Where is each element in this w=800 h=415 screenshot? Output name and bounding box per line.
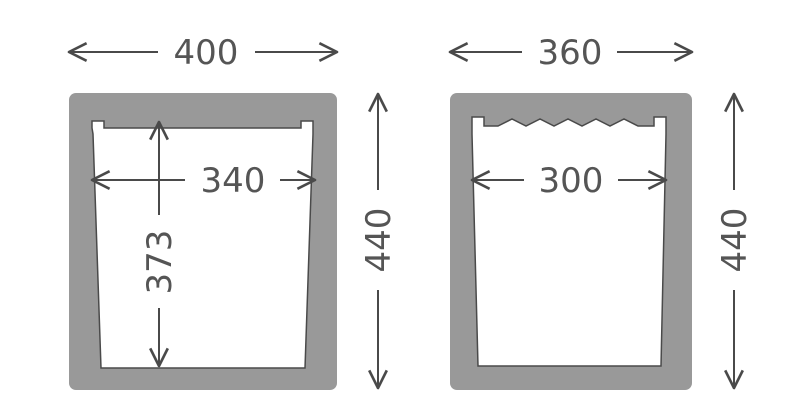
left-inner-width-label: 340	[201, 161, 266, 201]
left-height-dimension: 440	[359, 92, 399, 390]
right-inner-width-dimension: 300	[470, 161, 668, 201]
left-inner-width-dimension: 340	[90, 161, 317, 201]
right-planter-interior	[471, 116, 667, 367]
left-planter-interior	[91, 120, 314, 369]
right-inner-width-label: 300	[539, 161, 604, 201]
right-planter: 360 300 440	[448, 33, 755, 390]
left-height-label: 440	[359, 208, 399, 273]
right-outer-width-label: 360	[538, 33, 603, 73]
left-planter: 400 340 373 440	[67, 33, 399, 390]
left-outer-width-dimension: 400	[67, 33, 339, 73]
left-outer-width-label: 400	[174, 33, 239, 73]
right-height-label: 440	[715, 208, 755, 273]
right-height-dimension: 440	[715, 92, 755, 390]
left-inner-depth-label: 373	[140, 230, 180, 295]
right-outer-width-dimension: 360	[448, 33, 694, 73]
left-inner-depth-dimension: 373	[140, 120, 180, 368]
